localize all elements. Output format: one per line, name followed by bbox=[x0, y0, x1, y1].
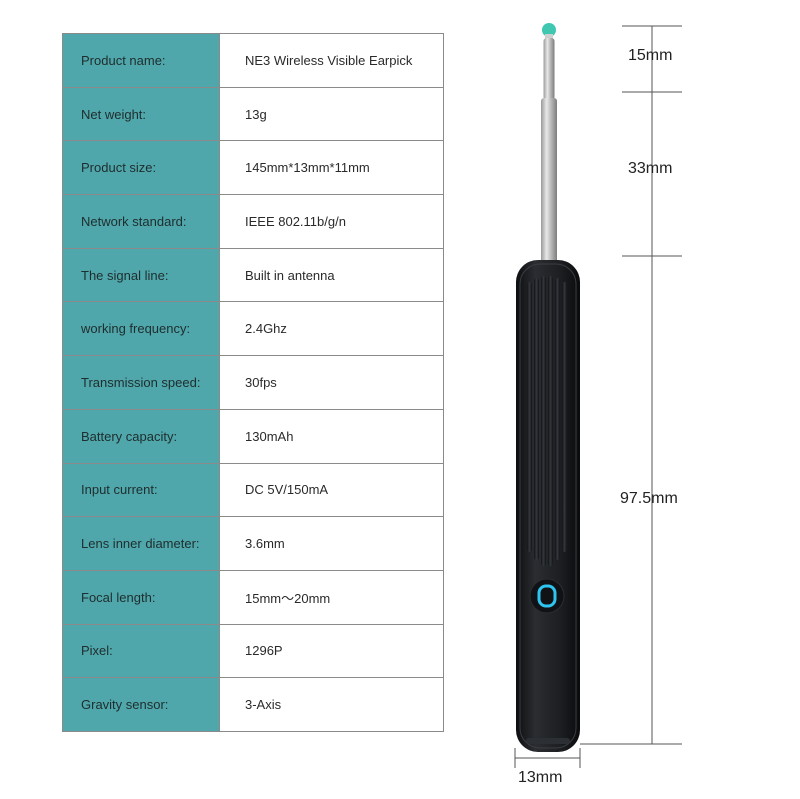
spec-row: Battery capacity:130mAh bbox=[63, 409, 443, 464]
spec-row: Input current:DC 5V/150mA bbox=[63, 463, 443, 518]
handle-ridges bbox=[527, 276, 567, 566]
spec-label: Net weight: bbox=[63, 87, 220, 141]
spec-row: Product name:NE3 Wireless Visible Earpic… bbox=[63, 34, 443, 88]
spec-value: Built in antenna bbox=[220, 248, 443, 302]
spec-label: Network standard: bbox=[63, 195, 220, 248]
spec-value: 3.6mm bbox=[220, 517, 443, 570]
spec-label: Battery capacity: bbox=[63, 409, 220, 463]
spec-row: Pixel:1296P bbox=[63, 624, 443, 679]
spec-value: 130mAh bbox=[220, 409, 443, 463]
spec-row: Transmission speed:30fps bbox=[63, 356, 443, 410]
spec-row: Network standard:IEEE 802.11b/g/n bbox=[63, 195, 443, 249]
spec-row: Product size:145mm*13mm*11mm bbox=[63, 141, 443, 196]
spec-label: Transmission speed: bbox=[63, 356, 220, 409]
spec-label: Product size: bbox=[63, 141, 220, 195]
spec-row: Lens inner diameter:3.6mm bbox=[63, 517, 443, 571]
spec-value: 145mm*13mm*11mm bbox=[220, 141, 443, 195]
shaft-length-label: 33mm bbox=[628, 160, 673, 177]
spec-label: working frequency: bbox=[63, 302, 220, 356]
power-button-icon[interactable] bbox=[529, 578, 565, 614]
spec-value: 3-Axis bbox=[220, 678, 443, 731]
spec-value: IEEE 802.11b/g/n bbox=[220, 195, 443, 248]
spec-value: 13g bbox=[220, 87, 443, 141]
spec-value: NE3 Wireless Visible Earpick bbox=[220, 34, 443, 87]
earpick-tip bbox=[542, 23, 556, 40]
metal-shaft bbox=[541, 98, 557, 268]
spec-row: Net weight:13g bbox=[63, 87, 443, 142]
spec-row: working frequency:2.4Ghz bbox=[63, 302, 443, 357]
spec-row: Focal length:15mm～20mm bbox=[63, 570, 443, 625]
spec-value: 2.4Ghz bbox=[220, 302, 443, 356]
spec-label: Gravity sensor: bbox=[63, 678, 220, 731]
spec-value: DC 5V/150mA bbox=[220, 463, 443, 517]
spec-value: 1296P bbox=[220, 624, 443, 678]
earpick-illustration bbox=[516, 23, 580, 752]
width-label: 13mm bbox=[518, 769, 563, 786]
spec-label: Input current: bbox=[63, 463, 220, 517]
probe-shaft bbox=[543, 38, 555, 100]
spec-label: Focal length: bbox=[63, 570, 220, 624]
spec-value: 15mm～20mm bbox=[220, 570, 443, 624]
body-length-label: 97.5mm bbox=[620, 490, 678, 507]
spec-row: The signal line:Built in antenna bbox=[63, 248, 443, 303]
tip-length-label: 15mm bbox=[628, 47, 673, 64]
spec-value: 30fps bbox=[220, 356, 443, 409]
spec-label: Pixel: bbox=[63, 624, 220, 678]
spec-row: Gravity sensor:3-Axis bbox=[63, 678, 443, 731]
spec-table: Product name:NE3 Wireless Visible Earpic… bbox=[62, 33, 444, 732]
spec-label: Product name: bbox=[63, 34, 220, 87]
spec-label: The signal line: bbox=[63, 248, 220, 302]
spec-label: Lens inner diameter: bbox=[63, 517, 220, 570]
